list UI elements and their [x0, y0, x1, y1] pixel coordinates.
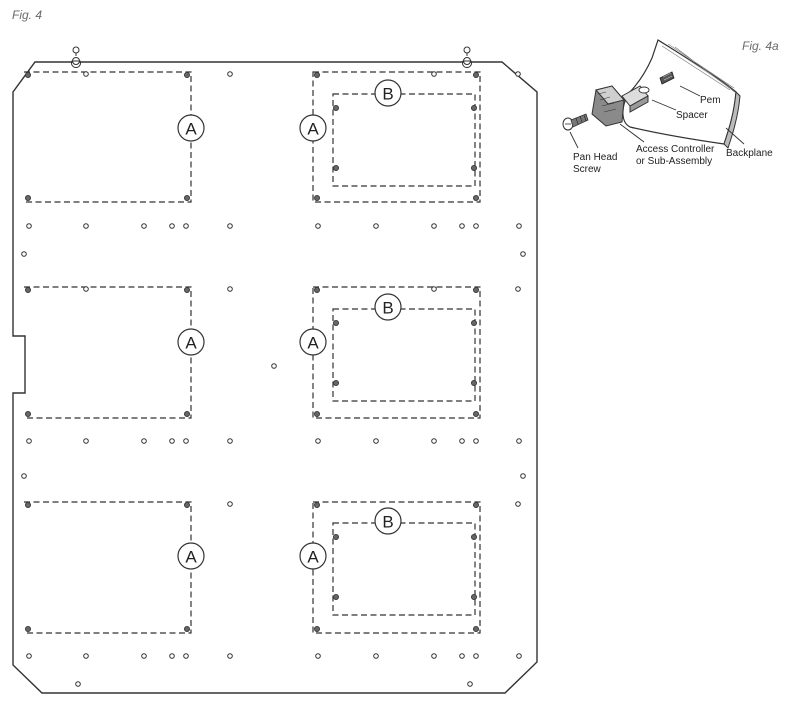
- pan-head-screw-icon: [562, 113, 589, 131]
- access-controller-piece-icon: [591, 85, 625, 127]
- callout-b-top: B: [374, 79, 402, 107]
- mount-region-a-right-middle: [312, 286, 481, 419]
- svg-text:A: A: [307, 120, 319, 139]
- backplane-outline: [12, 61, 538, 694]
- svg-text:B: B: [382, 513, 393, 532]
- svg-text:B: B: [382, 85, 393, 104]
- access-controller-label-line2: or Sub-Assembly: [636, 156, 712, 167]
- callout-a-left-middle: A: [177, 328, 205, 356]
- mount-region-b-bottom: [332, 522, 476, 616]
- svg-text:B: B: [382, 299, 393, 318]
- pan-head-screw-label-line1: Pan Head: [573, 152, 617, 163]
- keyhole-left-icon: [71, 46, 81, 68]
- spacer-label: Spacer: [676, 110, 708, 121]
- mounting-studs: [24, 72, 479, 633]
- inset-exploded-assembly: Pem Spacer Backplane Access Controller o…: [562, 39, 773, 175]
- callout-a-right-top: A: [299, 114, 327, 142]
- callout-b-bottom: B: [374, 507, 402, 535]
- fig-4-label: Fig. 4: [12, 8, 42, 22]
- pem-piece-icon: [659, 71, 675, 85]
- mount-region-b-top: [332, 93, 476, 187]
- svg-text:A: A: [185, 548, 197, 567]
- callout-a-left-top: A: [177, 114, 205, 142]
- mount-region-b-middle: [332, 308, 476, 402]
- mount-region-a-left-bottom: [24, 501, 192, 634]
- svg-text:A: A: [185, 334, 197, 353]
- pan-head-screw-label-line2: Screw: [573, 164, 602, 175]
- mount-region-a-right-top: [312, 71, 481, 203]
- svg-text:A: A: [307, 548, 319, 567]
- callout-a-right-bottom: A: [299, 542, 327, 570]
- backplane-label: Backplane: [726, 148, 773, 159]
- keyhole-right-icon: [462, 46, 472, 68]
- callout-a-left-bottom: A: [177, 542, 205, 570]
- mount-region-a-left-top: [24, 71, 192, 203]
- callout-b-middle: B: [374, 293, 402, 321]
- access-controller-label-line1: Access Controller: [636, 144, 715, 155]
- spacer-piece-icon: [621, 85, 650, 113]
- svg-text:A: A: [307, 334, 319, 353]
- mounting-holes: [21, 71, 526, 687]
- svg-text:A: A: [185, 120, 197, 139]
- mount-region-a-right-bottom: [312, 501, 481, 634]
- mount-region-a-left-middle: [24, 286, 192, 419]
- callout-a-right-middle: A: [299, 328, 327, 356]
- pem-label: Pem: [700, 95, 721, 106]
- fig-4a-label: Fig. 4a: [742, 39, 779, 53]
